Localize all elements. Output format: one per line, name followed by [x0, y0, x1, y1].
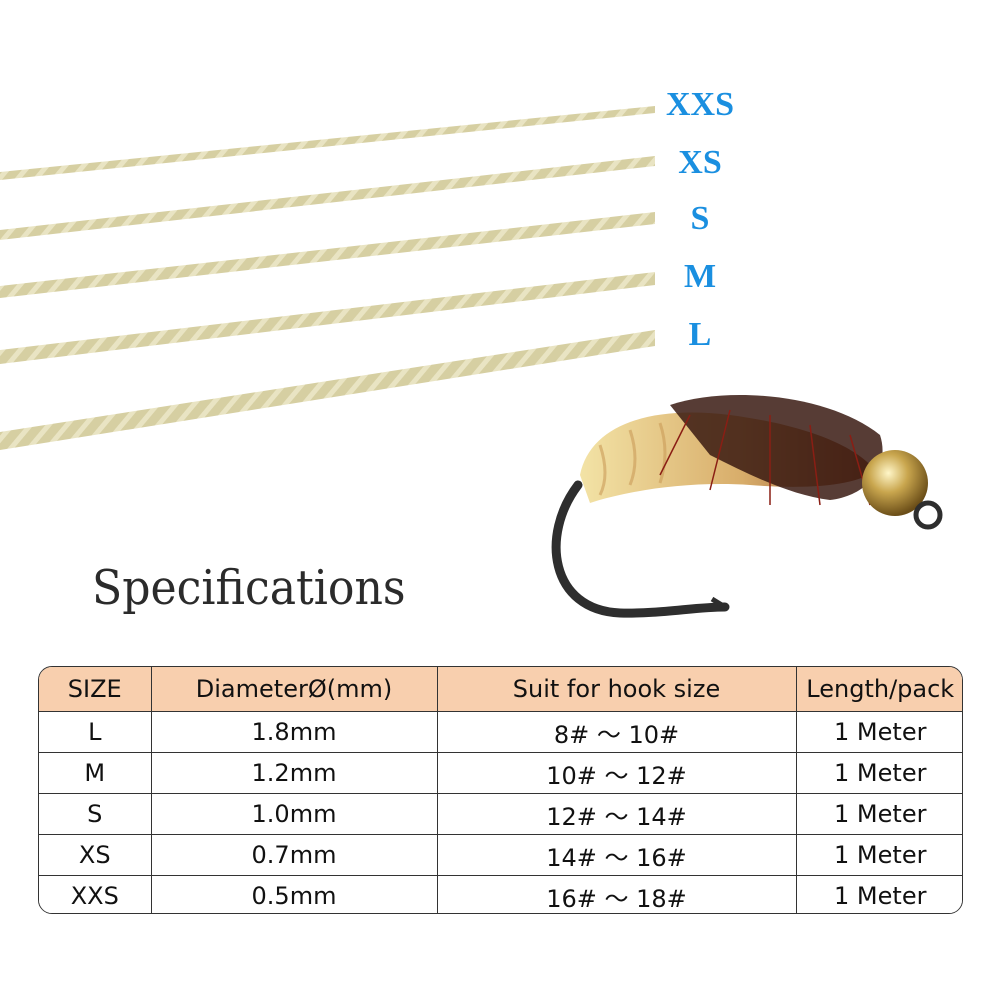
thread-xs — [0, 156, 655, 240]
cell-size: L — [39, 711, 152, 753]
cell-diameter: 0.5mm — [151, 875, 438, 913]
cell-length: 1 Meter — [796, 793, 962, 835]
cell-hook-size: 10# ～ 12# — [437, 752, 797, 794]
cell-size: XS — [39, 834, 152, 876]
table-row: S 1.0mm 12# ～ 14# 1 Meter — [39, 793, 962, 835]
specifications-title: Specifications — [92, 560, 406, 616]
cell-diameter: 0.7mm — [151, 834, 438, 876]
cell-hook-size: 14# ～ 16# — [437, 834, 797, 876]
header-hook-size: Suit for hook size — [437, 667, 797, 712]
cell-length: 1 Meter — [796, 752, 962, 794]
cell-hook-size: 12# ～ 14# — [437, 793, 797, 835]
size-label-m: M — [683, 258, 717, 295]
table-header-row: SIZE DiameterØ(mm) Suit for hook size Le… — [39, 667, 962, 712]
size-label-xxs: XXS — [665, 86, 735, 123]
cell-diameter: 1.0mm — [151, 793, 438, 835]
thread-s — [0, 212, 655, 298]
cell-length: 1 Meter — [796, 834, 962, 876]
cell-diameter: 1.8mm — [151, 711, 438, 753]
header-length: Length/pack — [796, 667, 962, 712]
header-size: SIZE — [39, 667, 152, 712]
cell-diameter: 1.2mm — [151, 752, 438, 794]
header-diameter: DiameterØ(mm) — [151, 667, 438, 712]
thread-m — [0, 272, 655, 364]
thread-xxs — [0, 106, 655, 180]
cell-size: M — [39, 752, 152, 794]
table-row: XXS 0.5mm 16# ～ 18# 1 Meter — [39, 875, 962, 913]
cell-length: 1 Meter — [796, 711, 962, 753]
specifications-table: SIZE DiameterØ(mm) Suit for hook size Le… — [38, 666, 963, 914]
size-label-xs: XS — [678, 144, 722, 181]
size-label-s: S — [690, 200, 710, 237]
cell-size: XXS — [39, 875, 152, 913]
cell-length: 1 Meter — [796, 875, 962, 913]
thread-l — [0, 330, 655, 450]
cell-hook-size: 8# ～ 10# — [437, 711, 797, 753]
cell-hook-size: 16# ～ 18# — [437, 875, 797, 913]
table-row: M 1.2mm 10# ～ 12# 1 Meter — [39, 752, 962, 794]
cell-size: S — [39, 793, 152, 835]
table-row: L 1.8mm 8# ～ 10# 1 Meter — [39, 711, 962, 753]
nymph-fly-image — [551, 395, 943, 618]
table-row: XS 0.7mm 14# ～ 16# 1 Meter — [39, 834, 962, 876]
size-label-l: L — [688, 316, 712, 353]
